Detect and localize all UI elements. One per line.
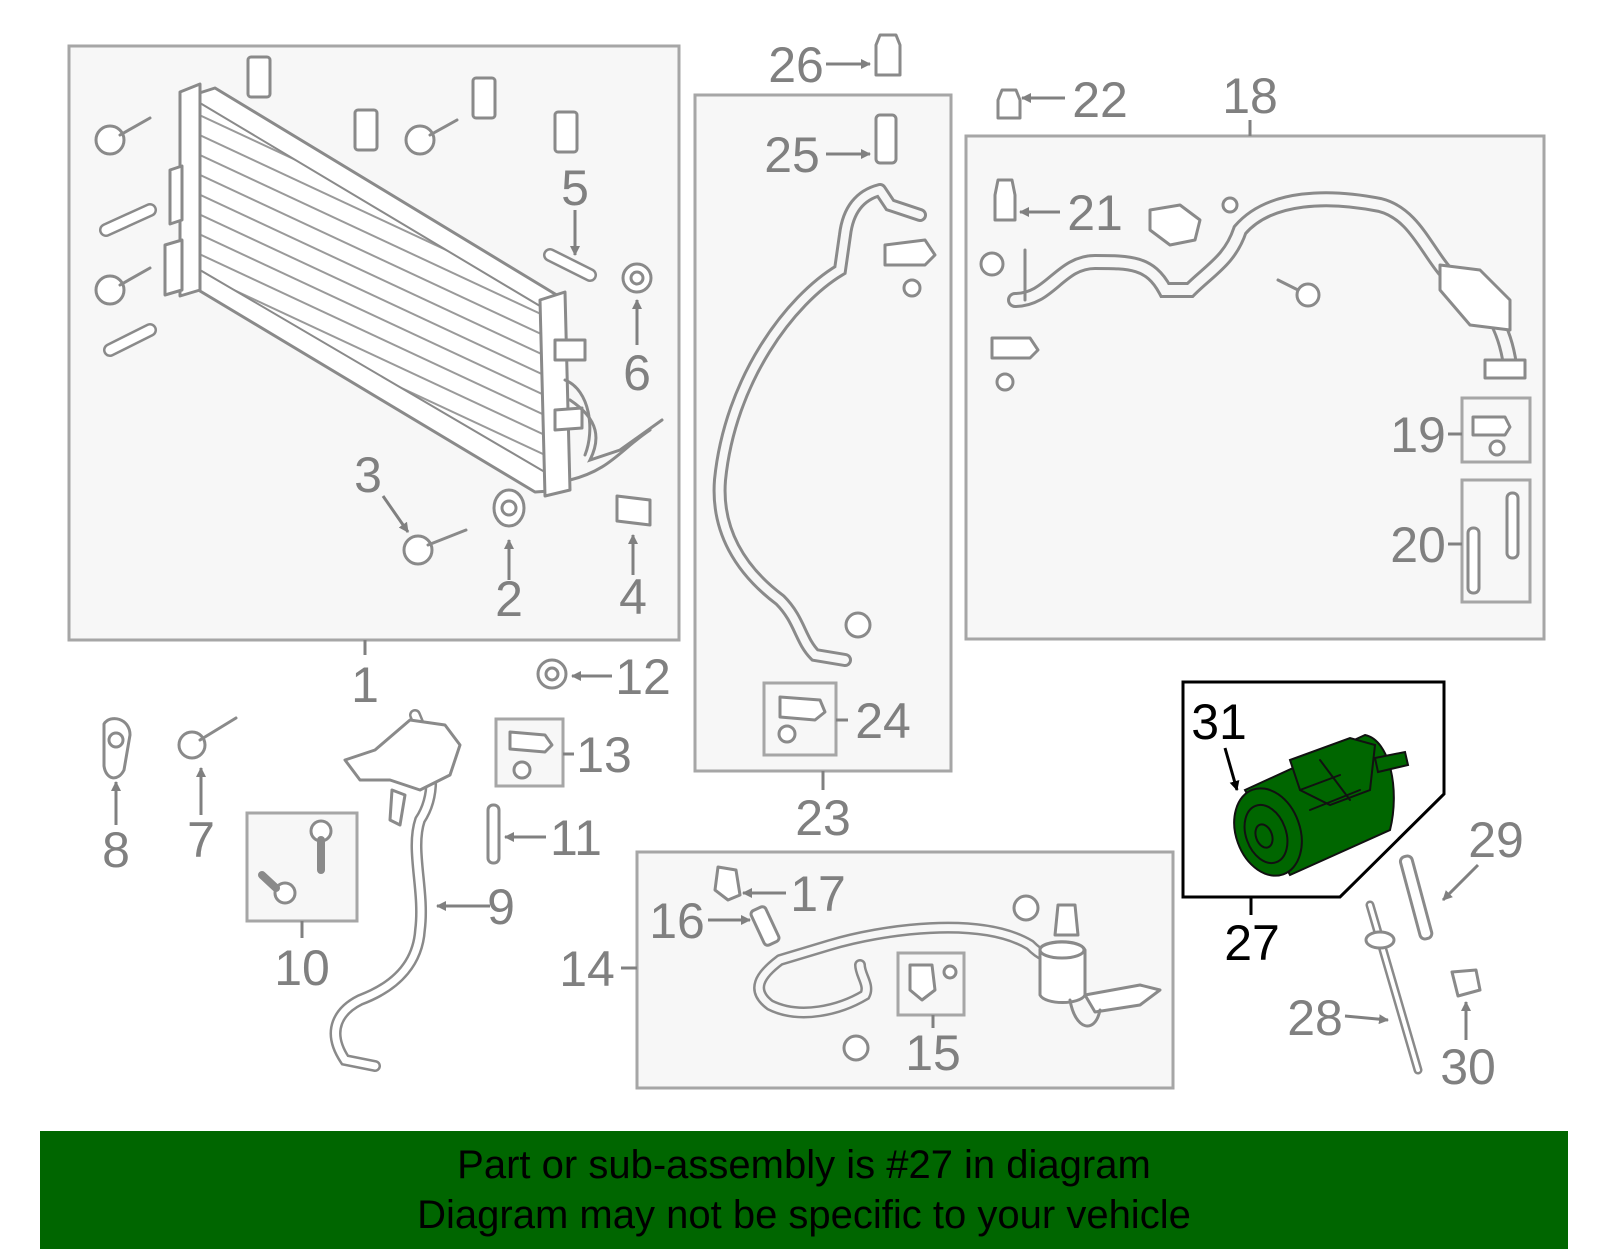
callout-16: 16 [649,893,705,949]
loose-parts-left [102,658,568,905]
callout-9: 9 [487,879,515,935]
info-banner: Part or sub-assembly is #27 in diagram D… [40,1131,1568,1249]
callout-10: 10 [274,940,330,996]
compressor-drawing[interactable] [1223,733,1410,885]
callout-18: 18 [1222,68,1278,124]
liquid-line-drawing [713,865,1162,1062]
discharge-hose-drawing [712,33,937,744]
sub-box-13 [494,717,565,788]
banner-line-1: Part or sub-assembly is #27 in diagram [457,1143,1151,1187]
callout-5: 5 [561,160,589,216]
leader-3 [381,495,410,533]
leader-29 [1441,863,1480,902]
callout-8: 8 [102,822,130,878]
callout-17: 17 [790,866,846,922]
callout-22: 22 [1072,72,1128,128]
callout-2: 2 [495,571,523,627]
callout-6: 6 [623,345,651,401]
callout-3: 3 [354,447,382,503]
callout-14: 14 [559,941,615,997]
callout-4: 4 [619,569,647,625]
callout-23: 23 [795,790,851,846]
callout-27[interactable]: 27 [1224,915,1280,971]
callout-31[interactable]: 31 [1191,694,1247,750]
callout-24: 24 [855,693,911,749]
callout-29: 29 [1468,812,1524,868]
hose-9-drawing [329,709,462,1072]
callout-7: 7 [187,812,215,868]
loose-parts-right [1364,854,1482,1075]
leader-28 [1344,1014,1389,1025]
callout-12: 12 [615,649,671,705]
condenser-drawing [163,82,664,498]
banner-line-2: Diagram may not be specific to your vehi… [417,1193,1191,1237]
callout-21: 21 [1067,185,1123,241]
callout-28: 28 [1287,990,1343,1046]
callout-1: 1 [351,657,379,713]
callout-11: 11 [550,810,602,866]
callout-20: 20 [1390,517,1446,573]
suction-line-drawing [979,88,1527,595]
callout-13: 13 [576,727,632,783]
callout-15: 15 [905,1025,961,1081]
callout-19: 19 [1390,407,1446,463]
callout-26: 26 [768,37,824,93]
clips-and-bolts-box-1 [94,55,653,566]
sub-box-10 [245,811,359,923]
callout-25: 25 [764,127,820,183]
leader-31 [1223,747,1240,791]
callout-30: 30 [1440,1039,1496,1095]
